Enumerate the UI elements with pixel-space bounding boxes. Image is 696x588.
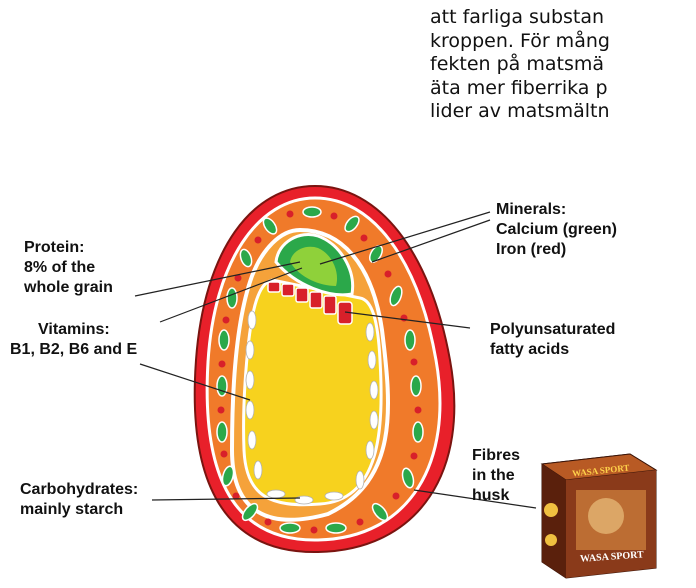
label-line: B1, B2, B6 and E [10,340,137,360]
label-line: husk [472,486,520,506]
label-line: mainly starch [20,500,138,520]
fatty-acid-cell [296,288,308,302]
vitamins-label: Vitamins: B1, B2, B6 and E [10,320,137,360]
label-line: Polyunsaturated [490,320,615,340]
fatty-acid-cell [268,282,280,292]
label-line: Minerals: [496,200,617,220]
label-line: Carbohydrates: [20,480,138,500]
carbohydrates-label: Carbohydrates: mainly starch [20,480,138,520]
label-line: 8% of the [24,258,113,278]
fibres-label: Fibres in the husk [472,446,520,506]
fatty-acid-cell [310,292,322,308]
label-line: Fibres [472,446,520,466]
label-line: Calcium (green) [496,220,617,240]
fatty-acid-cell [324,296,336,314]
label-line: Iron (red) [496,240,617,260]
label-line: fatty acids [490,340,615,360]
wasa-sport-box-image: WASA SPORT WASA SPORT [536,450,658,580]
label-line: in the [472,466,520,486]
minerals-label: Minerals: Calcium (green) Iron (red) [496,200,617,260]
label-line: Vitamins: [10,320,137,340]
fatty-acid-cell [282,284,294,296]
protein-label: Protein: 8% of the whole grain [24,238,113,298]
label-line: whole grain [24,278,113,298]
label-line: Protein: [24,238,113,258]
polyunsaturated-label: Polyunsaturated fatty acids [490,320,615,360]
